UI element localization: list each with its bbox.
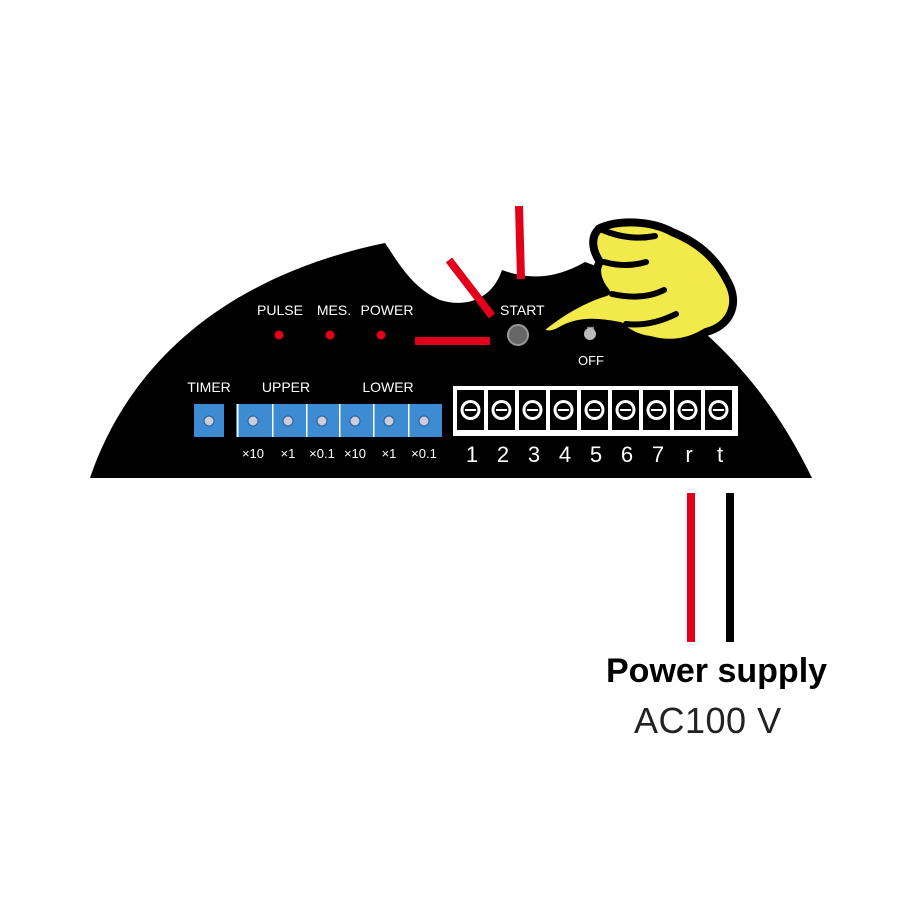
multiplier-label: ×10 <box>242 446 264 461</box>
multiplier-label: ×0.1 <box>411 446 437 461</box>
pulse-led <box>274 330 284 340</box>
setting-button-separator <box>306 404 308 437</box>
terminal-label: 6 <box>621 442 633 467</box>
highlight-line-diagonal <box>445 257 496 319</box>
terminal-label: 2 <box>497 442 509 467</box>
setting-button-separator <box>373 404 375 437</box>
mes-led <box>325 330 335 340</box>
pulse-label: PULSE <box>257 302 303 318</box>
timer-button-dot <box>203 415 215 427</box>
multiplier-label: ×1 <box>382 446 397 461</box>
setting-button-separator <box>272 404 274 437</box>
terminal-label: r <box>685 442 692 467</box>
terminal-label: 7 <box>652 442 664 467</box>
off-label: OFF <box>578 353 604 368</box>
power-label: POWER <box>361 302 414 318</box>
setting-button-upper-3[interactable] <box>316 415 328 427</box>
terminal-label: 1 <box>466 442 478 467</box>
multiplier-label: ×1 <box>281 446 296 461</box>
setting-button-upper-2[interactable] <box>282 415 294 427</box>
terminal-label: 3 <box>528 442 540 467</box>
setting-button-lower-3[interactable] <box>418 415 430 427</box>
setting-button-separator <box>237 404 239 437</box>
setting-button-lower-1[interactable] <box>349 415 361 427</box>
setting-button-upper-1[interactable] <box>247 415 259 427</box>
multiplier-label: ×10 <box>344 446 366 461</box>
setting-button-lower-2[interactable] <box>383 415 395 427</box>
upper-label: UPPER <box>262 379 310 395</box>
start-button[interactable] <box>507 324 529 346</box>
terminal-label: t <box>717 442 723 467</box>
terminal-label: 4 <box>559 442 571 467</box>
multiplier-label: ×0.1 <box>309 446 335 461</box>
setting-button-separator <box>408 404 410 437</box>
mes-label: MES. <box>317 302 351 318</box>
timer-label: TIMER <box>187 379 231 395</box>
highlight-line-vertical <box>515 205 525 280</box>
power-supply-voltage: AC100 V <box>634 700 782 741</box>
setting-button-separator <box>339 404 341 437</box>
start-label: START <box>500 302 545 318</box>
pointing-hand-icon <box>536 218 737 347</box>
lower-label: LOWER <box>362 379 413 395</box>
terminal-label: 5 <box>590 442 602 467</box>
power-supply-title: Power supply <box>606 652 828 690</box>
power-led <box>376 330 386 340</box>
power-switch-base[interactable] <box>584 328 596 340</box>
